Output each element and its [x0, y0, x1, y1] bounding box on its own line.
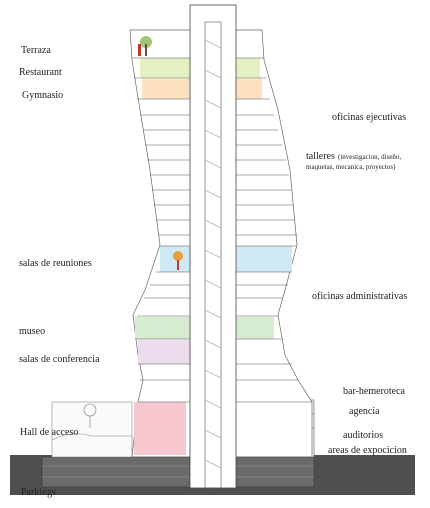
label-bar-hemeroteca: bar-hemeroteca: [343, 386, 405, 397]
museo-zone-right: [230, 317, 274, 339]
salas-tree-icon: [173, 251, 183, 261]
salas-reuniones-zone-right: [236, 246, 292, 272]
label-parkings: Parkings: [21, 487, 56, 498]
label-gymnasio: Gymnasio: [22, 90, 64, 101]
parking-level: [41, 456, 315, 488]
label-terraza: Terraza: [21, 45, 51, 56]
label-areas-expocicion: areas de expocicion: [328, 445, 407, 456]
hall-acceso-zone: [134, 402, 186, 455]
label-salas-reuniones: salas de reuniones: [19, 258, 92, 269]
museo-zone-left: [135, 317, 195, 339]
label-museo: museo: [19, 326, 46, 337]
label-hall-acceso: Hall de acceso: [20, 427, 79, 438]
label-salas-conferencia: salas de conferencia: [19, 354, 100, 365]
label-oficinas-ejecutivas: oficinas ejecutivas: [332, 112, 407, 123]
label-talleres-detail-1: (investigacion, diseño,: [338, 153, 402, 161]
core-stairs: [204, 39, 222, 469]
vertical-core: [189, 4, 237, 489]
label-oficinas-administrativas: oficinas administrativas: [312, 291, 408, 302]
label-talleres: talleres: [306, 151, 335, 162]
label-auditorios: auditorios: [343, 430, 383, 441]
terrace-figure-icon: [138, 44, 141, 56]
label-restaurant: Restaurant: [19, 67, 62, 78]
salas-conferencia-zone: [138, 340, 196, 364]
label-talleres-detail-2: maquetas, mecanica, proyectos): [306, 163, 396, 171]
label-agencia: agencia: [349, 406, 380, 417]
podium-left: [51, 401, 133, 458]
terrace-tree-icon: [140, 36, 152, 48]
